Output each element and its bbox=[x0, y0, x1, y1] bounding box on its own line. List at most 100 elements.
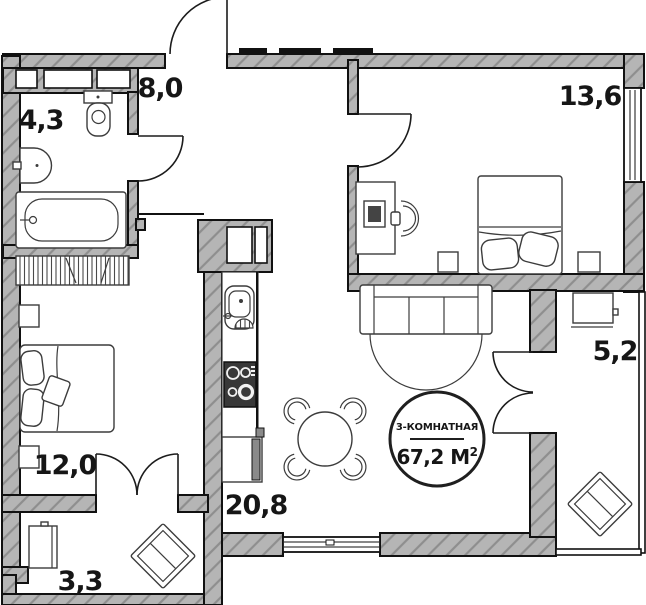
balcony-table bbox=[571, 292, 619, 328]
kitchen-sink bbox=[223, 285, 255, 330]
balcony-outline bbox=[555, 291, 646, 556]
double-door-bedroom2-storage bbox=[95, 453, 179, 496]
label-hallway-area: 8,0 bbox=[138, 73, 183, 104]
bed-main bbox=[477, 175, 563, 275]
apartment-badge: 3-КОМНАТНАЯ 67,2 М2 bbox=[388, 390, 486, 488]
door-swing-arc bbox=[95, 453, 138, 496]
armchair-cushion-line bbox=[149, 542, 177, 570]
dining-chair bbox=[283, 453, 311, 481]
wardrobe bbox=[15, 255, 130, 286]
balcony-wall-right bbox=[638, 291, 646, 554]
chair-back bbox=[283, 453, 311, 481]
cabinet-body bbox=[28, 525, 58, 569]
kitchen bbox=[221, 271, 265, 483]
badge-type-label: 3-КОМНАТНАЯ bbox=[396, 422, 478, 433]
bathtub bbox=[15, 191, 127, 249]
dining-set bbox=[283, 397, 367, 481]
door-swing-arc bbox=[492, 351, 534, 393]
basin-drain bbox=[35, 164, 39, 167]
toilet-bowl-inner bbox=[91, 109, 106, 125]
stove-knob bbox=[251, 366, 255, 368]
toilet bbox=[83, 90, 113, 137]
bed-second bbox=[19, 344, 115, 433]
label-kitchen-living-area: 20,8 bbox=[225, 490, 288, 521]
wardrobe-body bbox=[15, 255, 130, 286]
entrance-door bbox=[169, 0, 228, 55]
basin-tap bbox=[12, 161, 22, 170]
desk-chair bbox=[390, 200, 420, 237]
dining-chair bbox=[339, 453, 367, 481]
blanket-fold bbox=[478, 230, 562, 236]
kitchen-shaft-2 bbox=[254, 226, 268, 264]
wardrobe-hanger-line bbox=[65, 257, 77, 284]
door-swing-arc bbox=[492, 392, 534, 434]
wall-top-left bbox=[2, 53, 166, 69]
washbasin bbox=[12, 147, 53, 184]
storage-furniture bbox=[28, 521, 196, 589]
dining-chair bbox=[339, 397, 367, 425]
bedroom-main-furniture bbox=[355, 175, 601, 275]
door-bedroom-main bbox=[357, 113, 412, 168]
burner bbox=[227, 387, 238, 397]
wall-bedroom-main-left-upper bbox=[347, 59, 359, 115]
living-room-furniture bbox=[283, 284, 493, 481]
stove bbox=[223, 361, 257, 408]
door-swing-arc bbox=[137, 135, 184, 182]
stove-knob bbox=[251, 370, 255, 372]
label-balcony-area: 5,2 bbox=[593, 336, 638, 367]
tub-outer bbox=[15, 191, 127, 249]
armchair-balcony bbox=[567, 471, 633, 537]
chair-seat bbox=[343, 401, 363, 421]
label-bathroom-area: 4,3 bbox=[19, 105, 64, 136]
door-bathroom bbox=[137, 135, 184, 182]
nightstand bbox=[18, 445, 40, 469]
door-swing-arc bbox=[136, 453, 179, 496]
stove-body bbox=[223, 361, 257, 408]
badge-area-value: 67,2 М bbox=[396, 445, 469, 469]
doors bbox=[95, 0, 534, 496]
sink-bowl bbox=[228, 290, 251, 318]
wall-bottom-storage bbox=[1, 593, 216, 605]
chair-seat bbox=[343, 457, 363, 477]
badge-area-superscript: 2 bbox=[470, 445, 478, 459]
toilet-bowl bbox=[86, 102, 111, 137]
cabinet-side bbox=[251, 438, 261, 481]
pillow bbox=[480, 237, 520, 271]
chair-seat bbox=[287, 457, 307, 477]
badge-total-area: 67,2 М2 bbox=[396, 445, 477, 469]
pillow bbox=[20, 388, 45, 427]
monitor-screen bbox=[368, 206, 381, 222]
vent-shafts bbox=[15, 69, 268, 264]
wall-bath-nib bbox=[135, 218, 146, 231]
nightstand bbox=[18, 304, 40, 328]
pillow bbox=[518, 231, 559, 267]
bathroom-fixtures bbox=[12, 90, 127, 249]
chair-seat bbox=[287, 401, 307, 421]
stool bbox=[437, 251, 459, 273]
tub-faucet bbox=[28, 215, 38, 225]
burner bbox=[240, 367, 251, 378]
window-bedroom-main bbox=[623, 87, 642, 183]
sofa-outer bbox=[359, 284, 493, 335]
armchair-cushion-line bbox=[586, 490, 614, 518]
rug-semicircle bbox=[369, 333, 483, 391]
kitchen-shaft-1 bbox=[226, 226, 253, 264]
wall-bedroom2-storage-right bbox=[177, 494, 209, 513]
french-door-balcony bbox=[492, 351, 534, 434]
wall-balcony-column-upper bbox=[529, 289, 557, 353]
wall-living-bottom-left bbox=[221, 532, 284, 557]
door-swing-arc bbox=[357, 113, 412, 168]
sink-drainer bbox=[234, 318, 254, 329]
table-nub bbox=[612, 308, 619, 316]
riser bbox=[255, 427, 265, 438]
cabinet bbox=[28, 521, 58, 569]
burner bbox=[237, 383, 255, 401]
wall-bath-right-upper bbox=[127, 91, 139, 135]
bedroom-second-furniture bbox=[18, 304, 115, 469]
balcony-wall-bottom bbox=[555, 548, 642, 556]
wall-right-top bbox=[623, 53, 645, 89]
sofa bbox=[359, 284, 493, 335]
dining-chair bbox=[283, 397, 311, 425]
